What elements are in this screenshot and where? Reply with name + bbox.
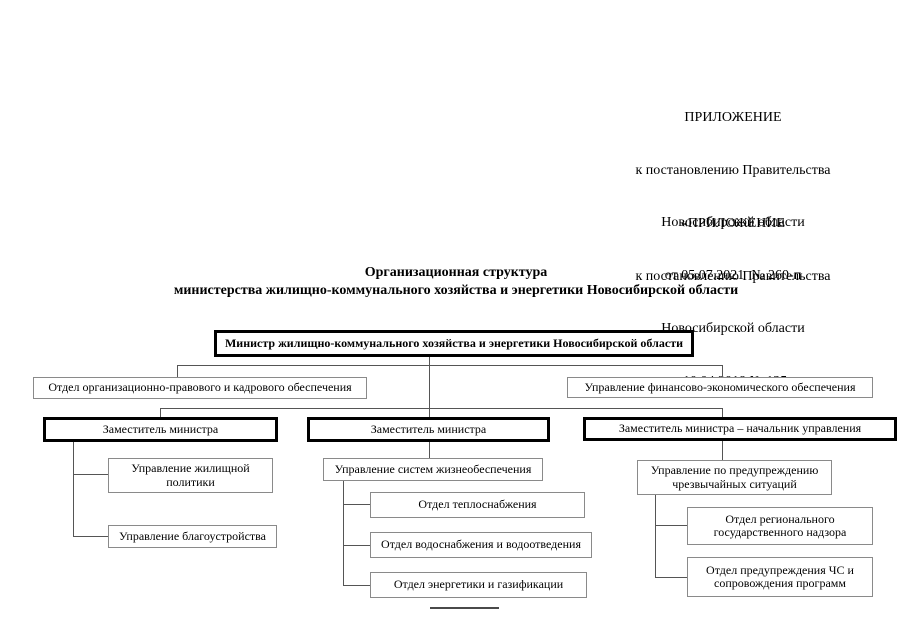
page-title: Организационная структура министерства ж… <box>56 264 856 299</box>
org-box-label: Заместитель министра <box>370 421 487 436</box>
org-box-upr-blagoustroystvo: Управление благоустройства <box>108 525 277 548</box>
connector-line <box>73 474 108 475</box>
connector-line <box>655 577 687 578</box>
org-box-otd-vodo: Отдел водоснабжения и водоотведения <box>370 532 592 558</box>
org-box-label: Отдел организационно-правового и кадрово… <box>48 380 352 395</box>
connector-line <box>160 408 161 417</box>
org-box-label: Министр жилищно-коммунального хозяйства … <box>224 335 683 350</box>
org-box-label: Заместитель министра <box>102 421 219 436</box>
connector-line <box>429 357 430 417</box>
org-box-otd-teplo: Отдел теплоснабжения <box>370 492 585 518</box>
org-box-upr-housing-policy: Управление жилищной политики <box>108 458 273 493</box>
connector-line <box>177 365 178 377</box>
header-line: Новосибирской области <box>661 215 805 230</box>
footer-divider <box>430 607 499 609</box>
page-title-line1: Организационная структура <box>364 265 548 280</box>
connector-line <box>177 365 723 366</box>
org-box-label: Управление по предупреждению чрезвычайны… <box>650 463 819 491</box>
org-box-label: Заместитель министра – начальник управле… <box>618 421 862 436</box>
org-box-upr-emergency: Управление по предупреждению чрезвычайны… <box>637 460 832 495</box>
page-title-line2: министерства жилищно-коммунального хозяй… <box>173 282 739 298</box>
org-box-label: Управление финансово-экономического обес… <box>584 379 856 394</box>
org-box-otd-chs-programs: Отдел предупреждения ЧС и сопровождения … <box>687 557 873 597</box>
org-box-label: Отдел предупреждения ЧС и сопровождения … <box>706 562 854 590</box>
connector-line <box>343 545 370 546</box>
connector-line <box>343 585 370 586</box>
connector-line <box>343 481 344 585</box>
org-box-label: Отдел теплоснабжения <box>418 497 537 512</box>
org-box-dept-finance: Управление финансово-экономического обес… <box>567 377 873 398</box>
org-box-label: Управление жилищной политики <box>131 461 250 489</box>
appendix-header-2021: ПРИЛОЖЕНИЕ к постановлению Правительства… <box>583 74 883 319</box>
org-box-dept-org-legal: Отдел организационно-правового и кадрово… <box>33 377 367 399</box>
header-line: к постановлению Правительства <box>635 162 831 178</box>
org-box-label: Управление систем жизнеобеспечения <box>334 461 532 476</box>
connector-line <box>722 441 723 460</box>
header-line: к постановлению Правительства <box>635 268 831 284</box>
connector-line <box>343 504 370 505</box>
org-box-upr-life-support: Управление систем жизнеобеспечения <box>323 458 543 481</box>
connector-line <box>429 442 430 458</box>
org-box-minister: Министр жилищно-коммунального хозяйства … <box>214 330 694 357</box>
connector-line <box>722 365 723 377</box>
org-box-deputy-1: Заместитель министра <box>43 417 278 442</box>
org-box-label: Управление благоустройства <box>118 528 266 543</box>
header-line: ПРИЛОЖЕНИЕ <box>684 110 782 125</box>
org-box-label: Отдел водоснабжения и водоотведения <box>381 537 581 552</box>
header-line: «ПРИЛОЖЕНИЕ <box>680 216 786 231</box>
org-box-deputy-2: Заместитель министра <box>307 417 550 442</box>
connector-line <box>722 408 723 417</box>
connector-line <box>160 408 723 409</box>
header-line: от 05.07.2021 № 260-п <box>664 267 802 283</box>
org-box-label: Отдел энергетики и газификации <box>393 577 564 592</box>
connector-line <box>73 536 108 537</box>
connector-line <box>655 525 687 526</box>
connector-line <box>73 442 74 537</box>
org-box-otd-energo: Отдел энергетики и газификации <box>370 572 587 598</box>
org-box-deputy-3: Заместитель министра – начальник управле… <box>583 417 897 441</box>
connector-line <box>655 495 656 577</box>
org-box-otd-nadzor: Отдел регионального государственного над… <box>687 507 873 545</box>
org-box-label: Отдел регионального государственного над… <box>713 511 847 539</box>
